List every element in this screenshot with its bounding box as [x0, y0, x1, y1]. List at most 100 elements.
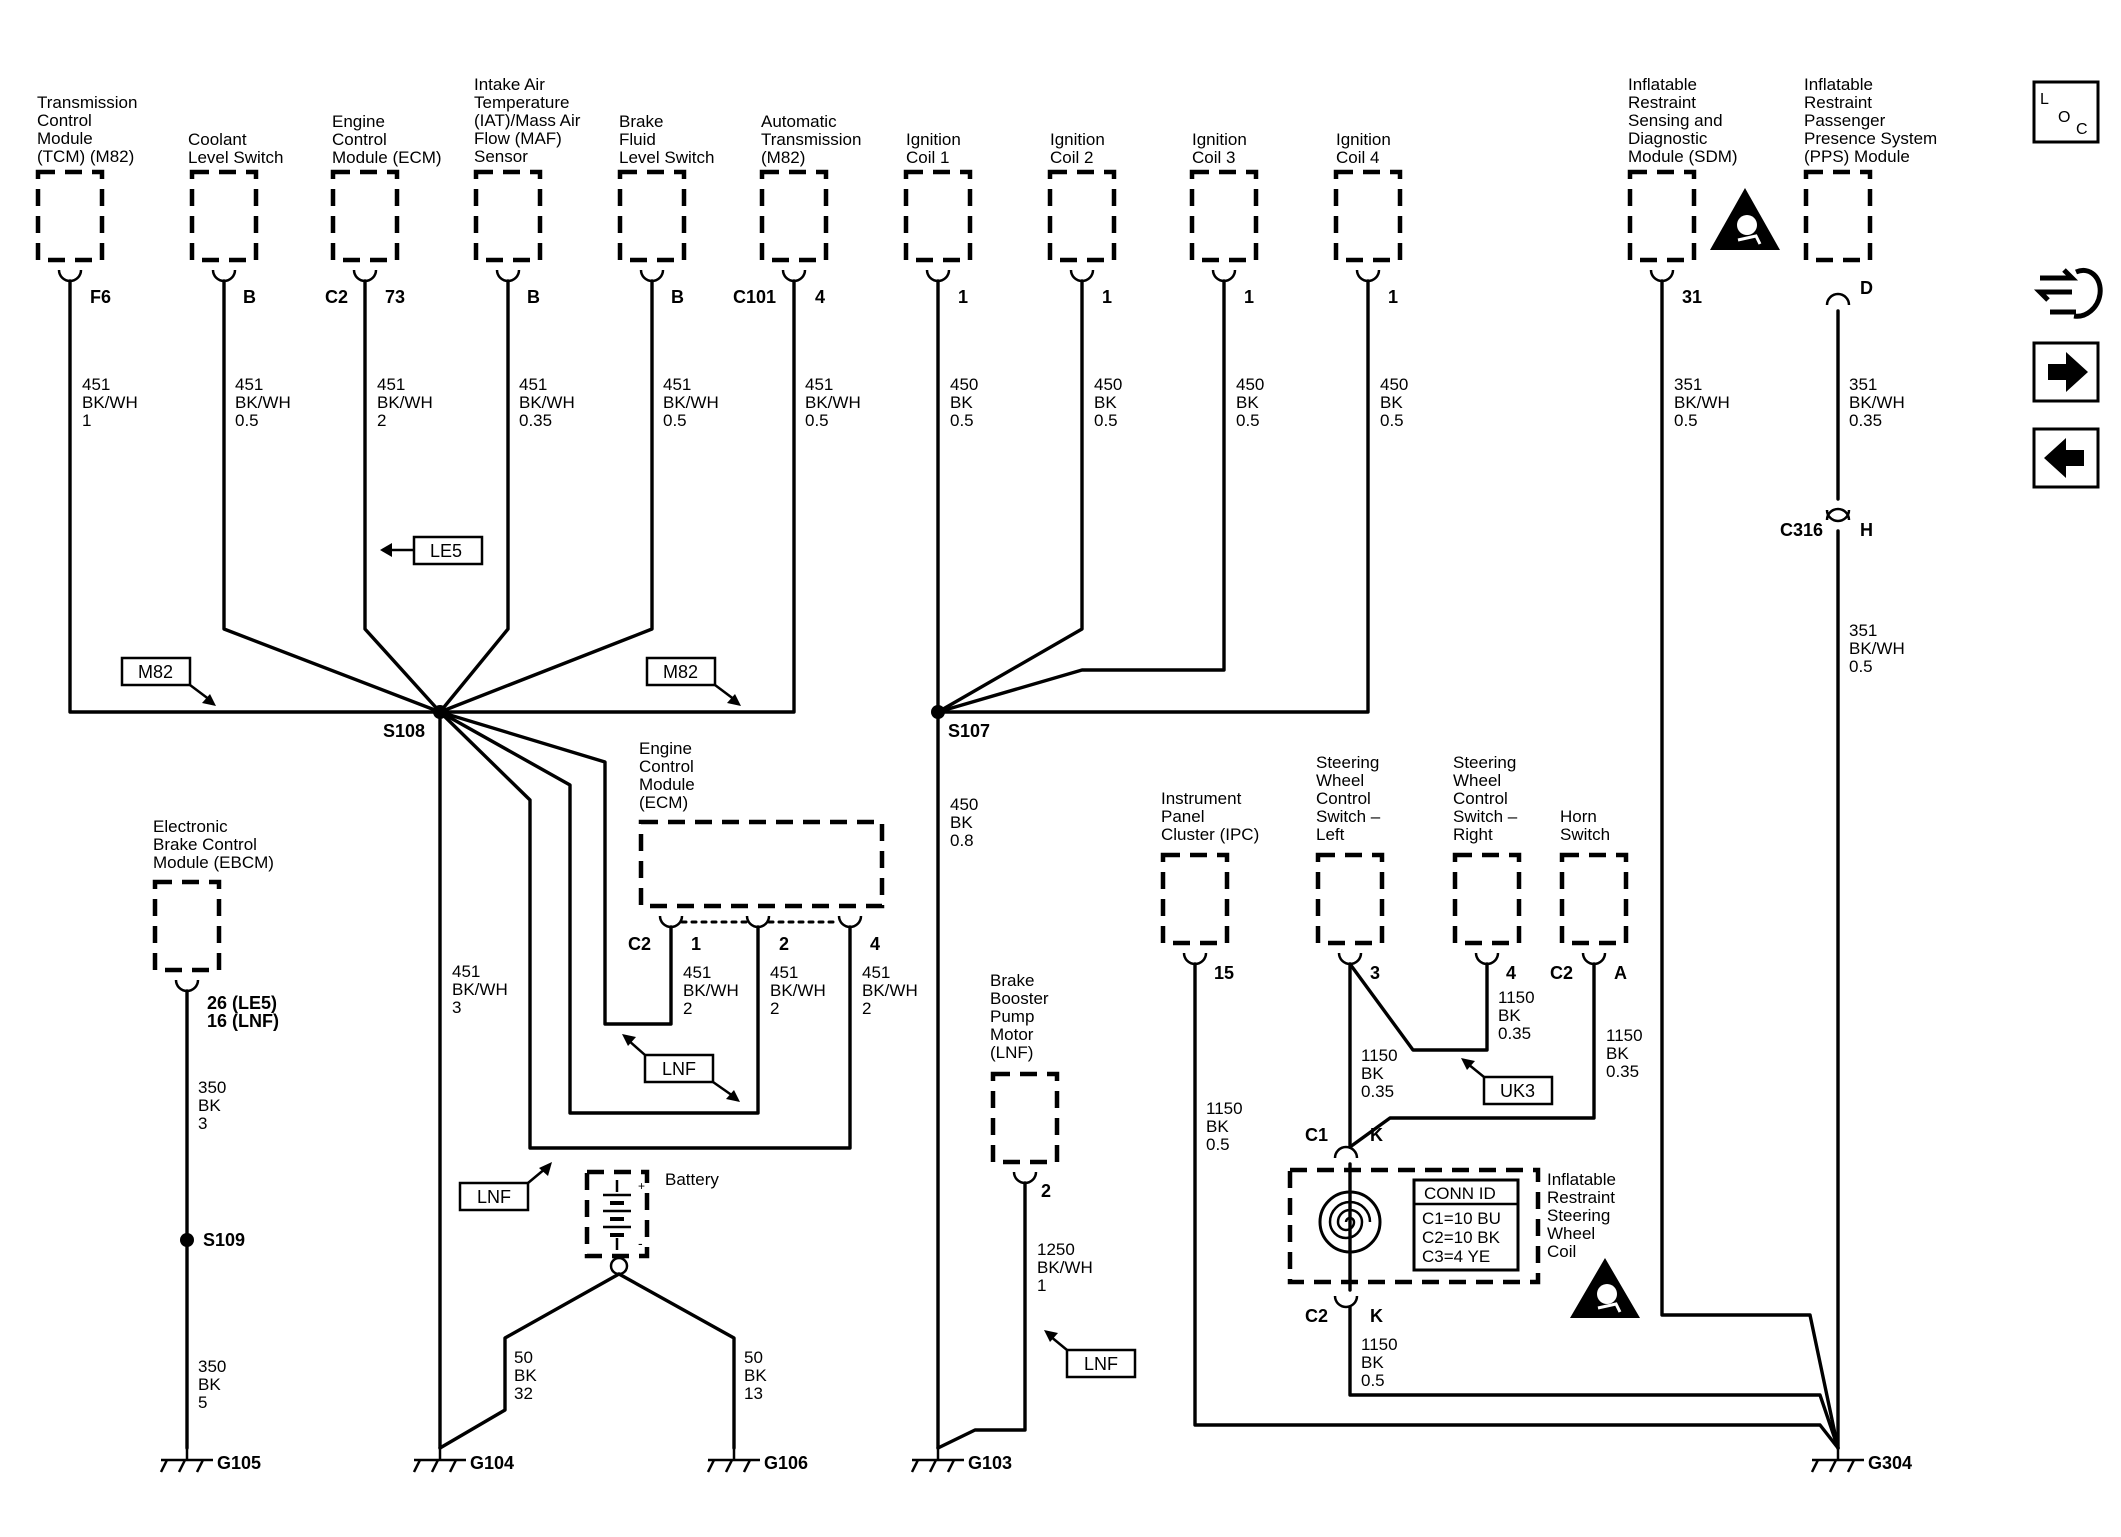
pps-box	[1803, 169, 1873, 263]
option-le5: LE5	[380, 535, 484, 566]
ecm-mid-box	[638, 819, 885, 909]
ebcm-box	[152, 879, 222, 973]
wire-batt-left	[438, 1272, 621, 1450]
pin-coil3: 1	[1244, 287, 1254, 307]
swc-right-box	[1452, 852, 1522, 946]
ground-g105: G105	[217, 1453, 261, 1473]
wire-auto-trans	[438, 279, 796, 714]
option-m82-right: M82	[645, 656, 741, 706]
grounds	[159, 1448, 1864, 1473]
ground-g104: G104	[470, 1453, 514, 1473]
wire-coil4	[936, 279, 1370, 714]
ipc-box	[1160, 852, 1230, 946]
pin-ecm-conn: C2	[325, 287, 348, 307]
svg-text:LNF: LNF	[477, 1187, 511, 1207]
conn-id-title: CONN ID	[1424, 1184, 1496, 1203]
splice-s108-dot	[433, 705, 447, 719]
loc-button[interactable]: L O C	[2032, 80, 2100, 144]
ground-g304: G304	[1868, 1453, 1912, 1473]
component-boxes	[35, 169, 1873, 1285]
pin-ecm: 73	[385, 287, 405, 307]
pin-c316-h: H	[1860, 520, 1873, 540]
conn-id-row-2: C2=10 BK	[1422, 1228, 1501, 1247]
pin-coil-c2: C2	[1305, 1306, 1328, 1326]
wire-tcm	[68, 279, 442, 714]
wire-coil3	[936, 279, 1226, 714]
pin-coil4: 1	[1388, 287, 1398, 307]
svg-text:LE5: LE5	[430, 541, 462, 561]
battery-terminal	[609, 1256, 629, 1276]
conn-id-row-1: C1=10 BU	[1422, 1209, 1501, 1228]
splice-s108: S108	[383, 721, 425, 741]
wire-ecm-mid-1	[438, 710, 673, 1026]
coil-sw-box	[1287, 1167, 1541, 1285]
wire-ecm-mid-2	[438, 710, 760, 1115]
pin-coil2: 1	[1102, 287, 1112, 307]
pin-booster: 2	[1041, 1181, 1051, 1201]
swc-left-box	[1315, 852, 1385, 946]
wire-coil-sw-low	[1348, 1305, 1840, 1450]
pin-auto-conn: C101	[733, 287, 776, 307]
svg-text:UK3: UK3	[1500, 1081, 1535, 1101]
connector-view-icon[interactable]	[2033, 268, 2103, 319]
pin-ecm-mid-4: 4	[870, 934, 880, 954]
pin-swc-right: 4	[1506, 963, 1516, 983]
pin-auto: 4	[815, 287, 825, 307]
splices	[180, 705, 945, 1247]
pin-ecm-mid-1: 1	[691, 934, 701, 954]
splice-s109-dot	[180, 1233, 194, 1247]
wire-coolant	[222, 279, 442, 714]
wire-sdm	[1660, 279, 1840, 1450]
svg-text:LNF: LNF	[662, 1059, 696, 1079]
pin-iat: B	[527, 287, 540, 307]
back-arrow-button[interactable]	[2032, 427, 2100, 489]
wire-ipc	[1193, 962, 1840, 1450]
brake-booster-box	[990, 1071, 1060, 1165]
coil2-box	[1047, 169, 1117, 263]
wire-iat	[438, 279, 510, 714]
svg-text:M82: M82	[663, 662, 698, 682]
svg-text:-: -	[638, 1235, 643, 1251]
airbag-warning-icon-coil	[1570, 1258, 1640, 1318]
coolant-box	[189, 169, 259, 263]
loc-letter-o: O	[2058, 109, 2070, 126]
forward-arrow-button[interactable]	[2032, 341, 2100, 403]
option-m82-left: M82	[120, 656, 216, 706]
battery-box	[584, 1169, 650, 1259]
wire-ecm-mid-4	[438, 710, 852, 1150]
battery-symbol: + -	[603, 1179, 645, 1251]
pps-terminal	[1825, 292, 1851, 306]
pin-ipc: 15	[1214, 963, 1234, 983]
